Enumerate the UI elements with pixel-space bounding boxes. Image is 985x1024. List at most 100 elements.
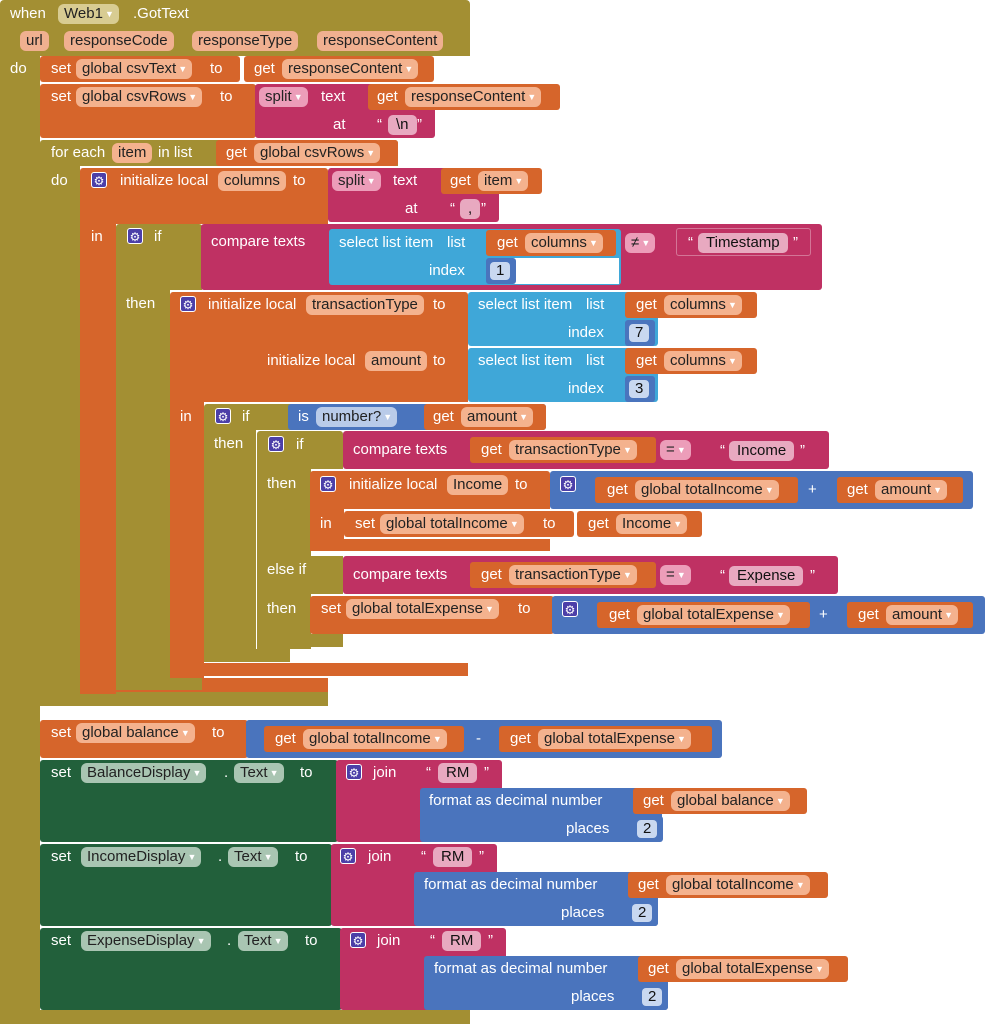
- loop-var-item[interactable]: item: [112, 143, 153, 163]
- format-decimal-block[interactable]: [424, 956, 668, 1010]
- property-dropdown-text[interactable]: Text▼: [238, 931, 288, 951]
- local-var-income[interactable]: Income: [447, 475, 509, 495]
- rm-literal[interactable]: RM: [442, 931, 482, 951]
- var-dropdown-item[interactable]: item▼: [478, 171, 529, 191]
- split-dropdown[interactable]: split▼: [259, 87, 308, 107]
- gear-icon[interactable]: ⚙: [346, 764, 362, 780]
- quote-close: ”: [810, 567, 815, 584]
- gear-icon[interactable]: ⚙: [562, 601, 578, 617]
- component-dropdown-expensedisplay[interactable]: ExpenseDisplay▼: [81, 931, 211, 951]
- var-dropdown-balance[interactable]: global balance▼: [76, 723, 195, 743]
- local-var-transactiontype[interactable]: transactionType: [306, 295, 424, 315]
- var-dropdown-columns[interactable]: columns▼: [664, 351, 742, 371]
- var-dropdown-columns[interactable]: columns▼: [664, 295, 742, 315]
- newline-literal[interactable]: \n: [388, 115, 417, 135]
- set-label: set: [51, 724, 72, 741]
- param-responsecontent[interactable]: responseContent: [317, 31, 444, 51]
- var-dropdown-totalexpense[interactable]: global totalExpense▼: [346, 599, 499, 619]
- number-literal-2[interactable]: 2: [637, 820, 658, 838]
- gear-icon[interactable]: ⚙: [215, 408, 231, 424]
- get-label: get: [607, 481, 628, 498]
- is-label: is: [298, 408, 309, 425]
- number-literal-1[interactable]: 1: [490, 262, 511, 280]
- gear-icon[interactable]: ⚙: [180, 296, 196, 312]
- param-responsetype[interactable]: responseType: [192, 31, 299, 51]
- get-label: get: [858, 606, 879, 623]
- local-var-amount[interactable]: amount: [365, 351, 428, 371]
- local-var-columns[interactable]: columns: [218, 171, 286, 191]
- dropdown-arrow-icon: ▼: [514, 176, 524, 186]
- expense-literal[interactable]: Expense: [729, 566, 804, 586]
- number-literal-2[interactable]: 2: [632, 904, 653, 922]
- gear-icon[interactable]: ⚙: [340, 848, 356, 864]
- param-url[interactable]: url: [20, 31, 49, 51]
- var-dropdown-responsecontent[interactable]: responseContent▼: [405, 87, 542, 107]
- var-dropdown-amount[interactable]: amount▼: [875, 480, 948, 500]
- property-dropdown-text[interactable]: Text▼: [234, 763, 284, 783]
- var-dropdown-balance[interactable]: global balance▼: [671, 791, 790, 811]
- var-dropdown-amount[interactable]: amount▼: [461, 407, 534, 427]
- minus-operator: -: [476, 730, 481, 747]
- var-dropdown-totalincome[interactable]: global totalIncome▼: [635, 480, 779, 500]
- gear-icon[interactable]: ⚙: [320, 476, 336, 492]
- param-responsecode[interactable]: responseCode: [64, 31, 174, 51]
- property-dropdown-text[interactable]: Text▼: [228, 847, 278, 867]
- component-dropdown[interactable]: Web1▼: [58, 4, 119, 24]
- var-dropdown-csvrows[interactable]: global csvRows▼: [76, 87, 203, 107]
- component-dropdown-incomedisplay[interactable]: IncomeDisplay▼: [81, 847, 202, 867]
- var-dropdown-amount[interactable]: amount▼: [886, 605, 959, 625]
- number-literal-3[interactable]: 3: [629, 380, 650, 398]
- timestamp-literal[interactable]: Timestamp: [698, 233, 788, 253]
- gear-icon[interactable]: ⚙: [127, 228, 143, 244]
- dropdown-arrow-icon: ▼: [527, 92, 537, 102]
- gear-icon[interactable]: ⚙: [91, 172, 107, 188]
- var-dropdown-income[interactable]: Income▼: [616, 514, 688, 534]
- var-dropdown-transactiontype[interactable]: transactionType▼: [509, 565, 637, 585]
- var-dropdown-totalexpense[interactable]: global totalExpense▼: [637, 605, 790, 625]
- var-dropdown-totalincome[interactable]: global totalIncome▼: [666, 875, 810, 895]
- gear-icon[interactable]: ⚙: [268, 436, 284, 452]
- var-dropdown-totalexpense[interactable]: global totalExpense▼: [538, 729, 691, 749]
- income-literal[interactable]: Income: [729, 441, 795, 461]
- var-dropdown-totalexpense[interactable]: global totalExpense▼: [676, 959, 829, 979]
- var-dropdown-responsecontent[interactable]: responseContent▼: [282, 59, 419, 79]
- dropdown-arrow-icon: ▼: [622, 570, 632, 580]
- var-dropdown-transactiontype[interactable]: transactionType▼: [509, 440, 637, 460]
- places-label: places: [561, 904, 605, 921]
- get-label: get: [433, 408, 454, 425]
- dropdown-arrow-icon: ▼: [178, 64, 188, 74]
- join-label: join: [373, 764, 397, 781]
- var-dropdown-csvtext[interactable]: global csvText▼: [76, 59, 193, 79]
- var-dropdown-columns[interactable]: columns▼: [525, 233, 603, 253]
- dropdown-arrow-icon: ▼: [676, 570, 686, 580]
- if-label: if: [296, 436, 304, 453]
- comma-literal[interactable]: ,: [460, 199, 481, 219]
- is-number-dropdown[interactable]: number?▼: [316, 407, 398, 427]
- rm-literal[interactable]: RM: [433, 847, 473, 867]
- dropdown-arrow-icon: ▼: [180, 728, 190, 738]
- number-literal-2[interactable]: 2: [642, 988, 663, 1006]
- format-decimal-block[interactable]: [414, 872, 658, 926]
- get-label: get: [254, 60, 275, 77]
- var-dropdown-csvrows[interactable]: global csvRows▼: [254, 143, 381, 163]
- split-dropdown[interactable]: split▼: [332, 171, 381, 191]
- for-each-rail: [40, 166, 80, 706]
- quote-close: ”: [484, 764, 489, 781]
- component-dropdown-balancedisplay[interactable]: BalanceDisplay▼: [81, 763, 207, 783]
- list-label: list: [586, 296, 605, 313]
- rm-literal[interactable]: RM: [438, 763, 478, 783]
- compare-op-dropdown[interactable]: =▼: [660, 565, 691, 585]
- dropdown-arrow-icon: ▼: [366, 176, 376, 186]
- compare-op-dropdown[interactable]: =▼: [660, 440, 691, 460]
- format-decimal-block[interactable]: [420, 788, 662, 842]
- dropdown-arrow-icon: ▼: [727, 356, 737, 366]
- compare-op-dropdown[interactable]: ≠▼: [625, 233, 656, 253]
- init-local-income-block[interactable]: [310, 471, 550, 509]
- number-literal-7[interactable]: 7: [629, 324, 650, 342]
- init-local-columns-block[interactable]: [80, 168, 328, 224]
- dot-label: .: [224, 764, 229, 781]
- gear-icon[interactable]: ⚙: [350, 932, 366, 948]
- var-dropdown-totalincome[interactable]: global totalIncome▼: [380, 514, 524, 534]
- gear-icon[interactable]: ⚙: [560, 476, 576, 492]
- var-dropdown-totalincome[interactable]: global totalIncome▼: [303, 729, 447, 749]
